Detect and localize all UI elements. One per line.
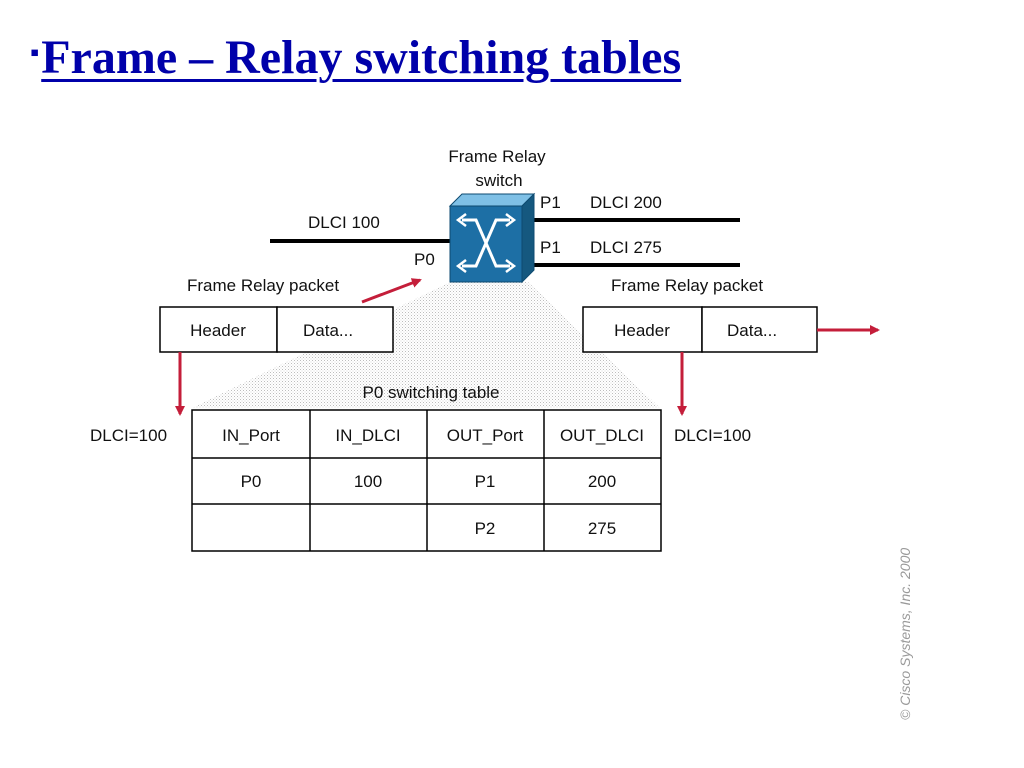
right-port-1-label: P1 bbox=[540, 193, 561, 212]
table-cell: P2 bbox=[475, 519, 496, 538]
table-header-cell: IN_DLCI bbox=[335, 426, 400, 445]
copyright-notice: © Cisco Systems, Inc. 2000 bbox=[897, 547, 913, 720]
bullet-icon: ▪ bbox=[30, 38, 40, 67]
right-dlci-2-label: DLCI 275 bbox=[590, 238, 662, 257]
left-packet-caption: Frame Relay packet bbox=[187, 276, 339, 295]
right-packet-caption: Frame Relay packet bbox=[611, 276, 763, 295]
table-header-cell: OUT_DLCI bbox=[560, 426, 644, 445]
title-text: Frame – Relay switching tables bbox=[41, 31, 682, 84]
table-cell: 100 bbox=[354, 472, 382, 491]
table-row: P2 275 bbox=[475, 519, 617, 538]
table-header-cell: IN_Port bbox=[222, 426, 280, 445]
table-cell: 200 bbox=[588, 472, 616, 491]
left-packet-header: Header bbox=[190, 321, 246, 340]
left-link-label: DLCI 100 bbox=[308, 213, 380, 232]
table-header-cell: OUT_Port bbox=[447, 426, 524, 445]
left-dlci-note: DLCI=100 bbox=[90, 426, 167, 445]
switching-table-grid bbox=[191, 409, 662, 552]
switching-table-title: P0 switching table bbox=[362, 383, 499, 402]
table-header-row: IN_Port IN_DLCI OUT_Port OUT_DLCI bbox=[222, 426, 644, 445]
table-cell: 275 bbox=[588, 519, 616, 538]
left-packet bbox=[159, 306, 394, 353]
table-row: P0 100 P1 200 bbox=[241, 472, 617, 491]
right-packet-header: Header bbox=[614, 321, 670, 340]
right-port-2-label: P1 bbox=[540, 238, 561, 257]
right-packet bbox=[582, 306, 818, 353]
packet-to-switch-arrow bbox=[361, 278, 422, 304]
projection-cone bbox=[192, 282, 660, 408]
right-dlci-1-label: DLCI 200 bbox=[590, 193, 662, 212]
switch-icon bbox=[448, 192, 536, 284]
switch-label-line2: switch bbox=[475, 171, 522, 190]
left-packet-data: Data... bbox=[303, 321, 353, 340]
switch-label-line1: Frame Relay bbox=[448, 147, 546, 166]
table-cell: P0 bbox=[241, 472, 262, 491]
left-port-label: P0 bbox=[414, 250, 435, 269]
slide-title: ▪Frame – Relay switching tables bbox=[30, 30, 681, 85]
right-dlci-note: DLCI=100 bbox=[674, 426, 751, 445]
table-cell: P1 bbox=[475, 472, 496, 491]
right-packet-data: Data... bbox=[727, 321, 777, 340]
